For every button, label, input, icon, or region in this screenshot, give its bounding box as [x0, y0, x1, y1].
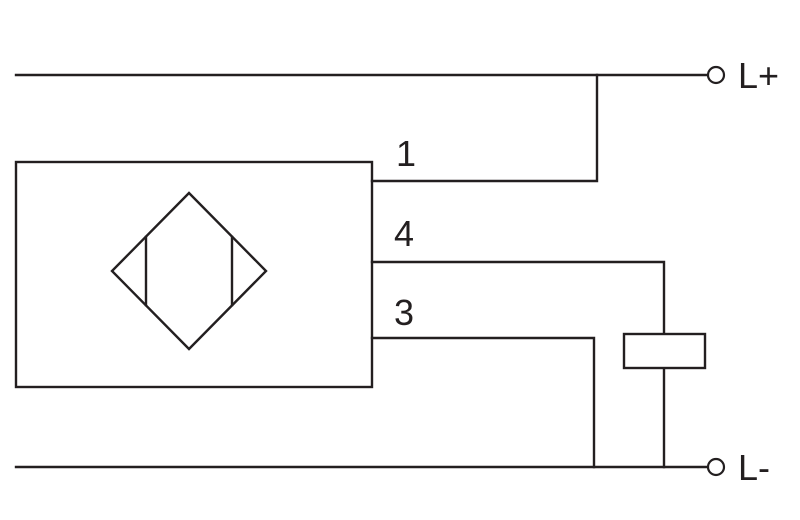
sensor-body — [14, 160, 374, 389]
pin-3-label: 3 — [394, 292, 414, 333]
positive-supply-label: L+ — [738, 55, 779, 96]
load-resistor — [622, 332, 707, 370]
pin-4-label: 4 — [394, 213, 414, 254]
negative-supply-label: L- — [738, 447, 770, 488]
pin-4-wire — [370, 260, 666, 336]
negative-terminal — [706, 457, 726, 477]
inductive-sensor-icon — [110, 191, 268, 351]
pin-3-wire — [370, 336, 596, 469]
positive-terminal — [706, 65, 726, 85]
pin-1-label: 1 — [396, 133, 416, 174]
pin-1-wire — [370, 73, 599, 183]
